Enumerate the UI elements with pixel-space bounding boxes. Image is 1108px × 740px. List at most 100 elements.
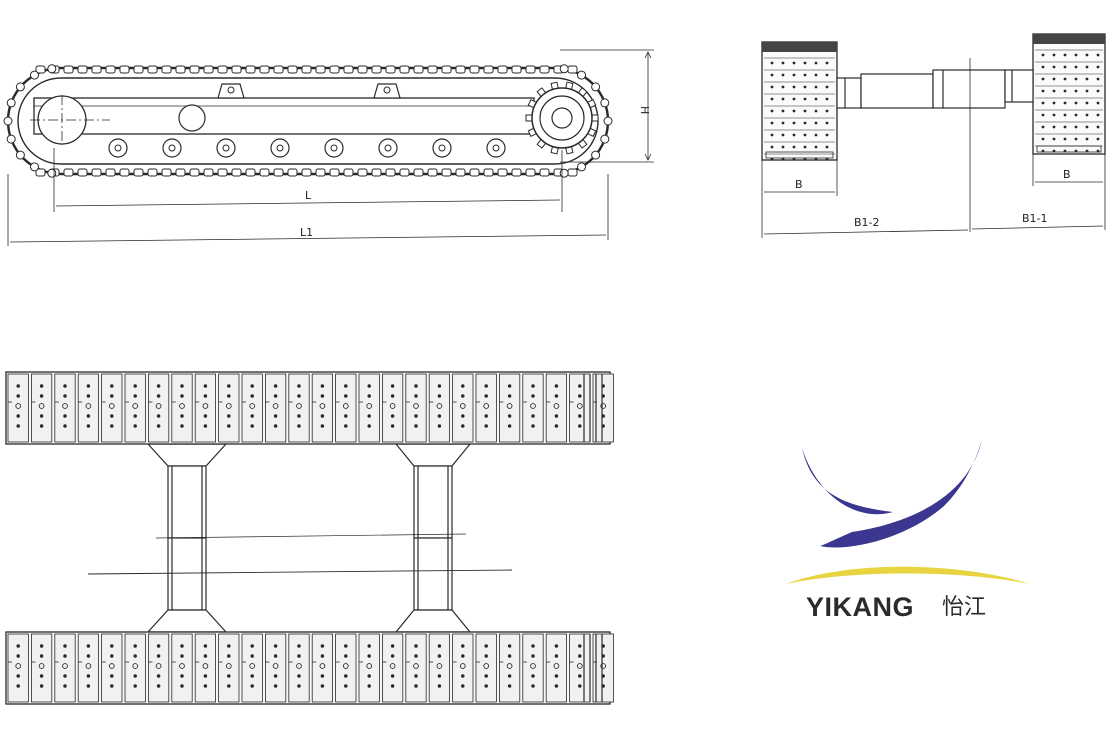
pad-bolt [554,414,559,418]
bolt-dot [770,133,774,137]
dim-label-track-width-left: B [795,178,803,191]
pad-bolt [367,424,371,428]
bolt-dot [770,73,774,77]
track-link [287,65,298,74]
bolt-dot [803,85,807,89]
track-link [525,168,536,177]
bolt-dot [803,133,807,137]
bolt-dot [1052,53,1056,57]
plan-track-bottom [5,631,614,705]
pad-bolt [367,674,371,678]
bolt-dot [814,85,818,89]
track-link [441,168,452,177]
shoe-bottom [1036,145,1102,153]
bolt-dot [1041,101,1045,105]
bolt-dot [1085,137,1089,141]
bolt-dot [792,121,796,125]
pad-bolt [461,654,465,658]
track-link [133,65,144,74]
track-link [161,65,172,74]
bolt-dot [825,109,829,113]
track-link [559,64,569,74]
track-link [600,98,610,108]
pad-bolt [39,684,44,688]
pad-bolt [390,424,395,428]
pad-bolt [227,684,231,688]
pad-bolt [437,424,442,428]
track-link [371,168,382,177]
crossbeam-left [146,443,228,633]
pad-bolt [390,684,395,688]
pad-bolt [367,684,371,688]
pad-bolt [414,654,418,658]
pad-bolt [203,424,208,428]
pad-bolt [225,663,232,669]
pad-bolt [459,663,466,669]
bolt-dot [1052,89,1056,93]
bolt-dot [1052,113,1056,117]
track-link [63,65,74,74]
pad-bolt [436,403,443,409]
track-link [539,65,550,74]
bolt-dot [1052,101,1056,105]
track-link [413,168,424,177]
track-link [6,98,16,108]
pad-bolt [86,394,91,398]
logo-swoosh-right [820,440,982,548]
pad-bolt [227,424,231,428]
track-link [427,65,438,74]
track-link [385,168,396,177]
bolt-dot [1052,65,1056,69]
pad-bolt [227,674,231,678]
track-link [525,65,536,74]
track-link [413,65,424,74]
bolt-dot [814,145,818,149]
pad-bolt [319,403,326,409]
pad-bolt [390,384,395,388]
pad-bolt [108,403,115,409]
pad-bolt [507,644,512,648]
pad-bolt [554,424,559,428]
dim-label-height: H [638,106,651,114]
pad-bolt [437,674,442,678]
bolt-dot [770,145,774,149]
track-roller [432,138,452,158]
bolt-dot [1063,125,1067,129]
bolt-dot [770,121,774,125]
pad-bolt [578,644,582,648]
pad-bolt [203,414,208,418]
track-roller [216,138,236,158]
pad-bolt [507,384,512,388]
pad-bolt [180,424,184,428]
bolt-dot [803,61,807,65]
bolt-dot [1085,77,1089,81]
bolt-dot [1096,53,1100,57]
dim-label-wheelbase: L [305,189,312,202]
track-link [15,82,25,92]
track-link [77,65,88,74]
bolt-dot [1096,65,1100,69]
pad-bolt [507,674,512,678]
bolt-dot [1096,113,1100,117]
bolt-dot [1041,137,1045,141]
pad-bolt [531,414,535,418]
pad-bolt [63,654,67,658]
bolt-dot [1085,101,1089,105]
bolt-dot [1074,137,1078,141]
track-link [105,65,116,74]
pad-bolt [507,414,512,418]
pad-bolt [297,384,301,388]
track-link [591,82,601,92]
bolt-dot [1074,89,1078,93]
track-link [329,168,340,177]
roller-hub [168,144,176,152]
pad-bolt [461,684,465,688]
track-link [427,168,438,177]
bolt-dot [803,73,807,77]
pad-bolt [203,384,208,388]
bolt-dot [781,97,785,101]
track-link [399,65,410,74]
pad-bolt [156,414,161,418]
roller-hub [114,144,122,152]
